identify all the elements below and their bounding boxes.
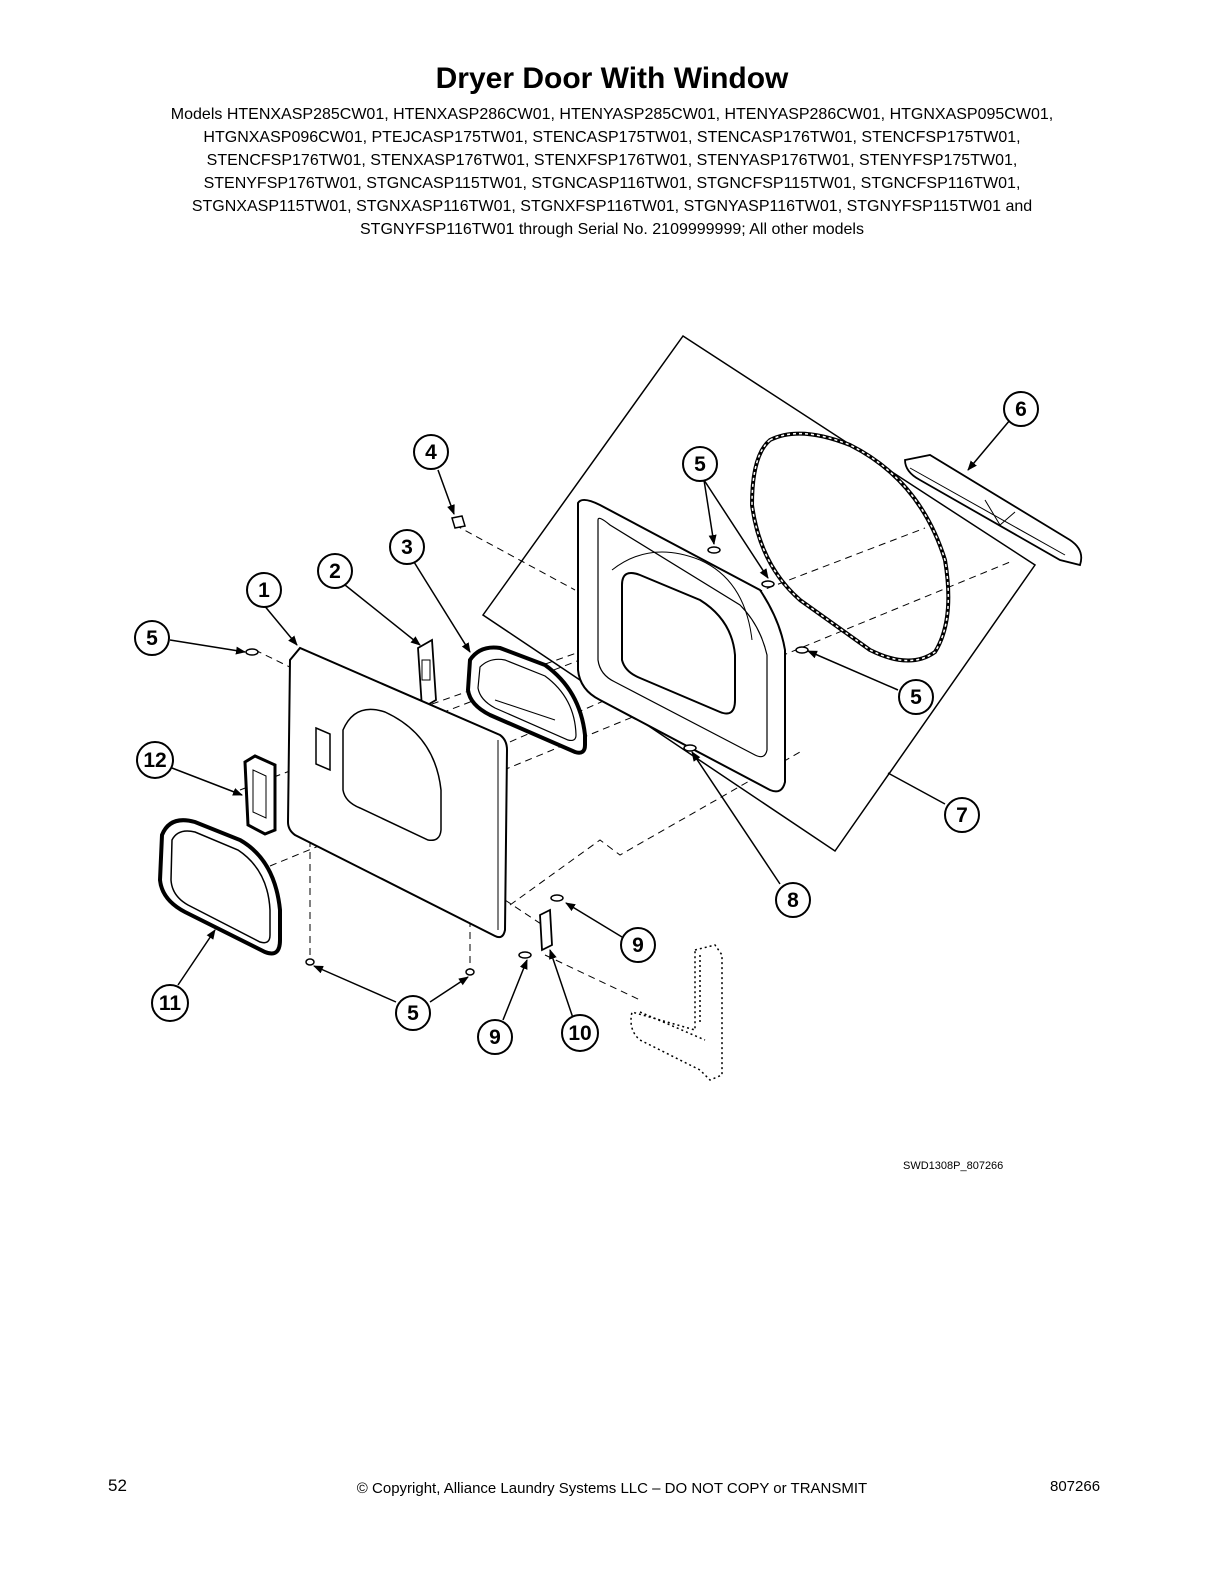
callout-label: 1	[258, 579, 270, 602]
callout-3: 3	[389, 529, 425, 565]
page-number: 52	[108, 1476, 127, 1495]
callout-label: 12	[143, 749, 166, 772]
models-line: Models HTENXASP285CW01, HTENXASP286CW01,…	[170, 106, 1054, 123]
door-handle-recess	[243, 754, 277, 836]
outer-window-trim	[157, 818, 282, 956]
callout-5: 5	[682, 446, 718, 482]
callout-11: 11	[151, 984, 189, 1022]
callout-5: 5	[898, 679, 934, 715]
callout-12: 12	[136, 741, 174, 779]
callout-2: 2	[317, 553, 353, 589]
callout-5: 5	[134, 620, 170, 656]
models-line: STGNXASP115TW01, STGNXASP116TW01, STGNXF…	[191, 198, 1033, 215]
hinge-plate	[539, 908, 553, 952]
copyright-notice: © Copyright, Alliance Laundry Systems LL…	[356, 1480, 868, 1497]
models-line: HTGNXASP096CW01, PTEJCASP175TW01, STENCA…	[203, 129, 1021, 146]
screws	[245, 546, 809, 976]
inner-window-glass	[465, 645, 587, 755]
callout-label: 3	[401, 536, 413, 559]
page-title: Dryer Door With Window	[435, 62, 789, 95]
door-latch-strike	[417, 638, 437, 710]
callout-6: 6	[1003, 391, 1039, 427]
figure-reference: SWD1308P_807266	[903, 1160, 1004, 1172]
callout-9: 9	[620, 927, 656, 963]
models-line: STGNYFSP116TW01 through Serial No. 21099…	[360, 221, 864, 238]
door-inner-panel-assembly	[481, 334, 1037, 853]
callout-1: 1	[246, 572, 282, 608]
models-list: Models HTENXASP285CW01, HTENXASP286CW01,…	[112, 103, 1112, 241]
cabinet-reference-outline	[630, 944, 723, 1081]
callout-10: 10	[561, 1014, 599, 1052]
callout-label: 2	[329, 560, 341, 583]
callout-label: 5	[910, 686, 922, 709]
callout-label: 9	[489, 1026, 501, 1049]
callout-label: 7	[956, 804, 968, 827]
callout-label: 9	[632, 934, 644, 957]
callout-label: 4	[425, 441, 437, 464]
callout-label: 6	[1015, 398, 1027, 421]
door-gasket-ring	[749, 431, 951, 663]
document-number: 807266	[1050, 1478, 1101, 1495]
callout-7: 7	[944, 797, 980, 833]
models-line: STENCFSP176TW01, STENXASP176TW01, STENXF…	[206, 152, 1018, 169]
callout-9: 9	[477, 1019, 513, 1055]
callout-5: 5	[395, 995, 431, 1031]
door-hinge-bracket	[904, 454, 1083, 567]
models-line: STENYFSP176TW01, STGNCASP115TW01, STGNCA…	[203, 175, 1021, 192]
outer-door-panel	[286, 646, 509, 939]
callout-label: 5	[146, 627, 158, 650]
callout-8: 8	[775, 882, 811, 918]
callout-label: 11	[159, 992, 182, 1015]
callout-label: 5	[694, 453, 706, 476]
callout-label: 10	[568, 1022, 591, 1045]
callout-label: 8	[787, 889, 799, 912]
callout-label: 5	[407, 1002, 419, 1025]
callout-4: 4	[413, 434, 449, 470]
latch-clip	[451, 515, 466, 529]
leader-lines	[169, 419, 1011, 1021]
